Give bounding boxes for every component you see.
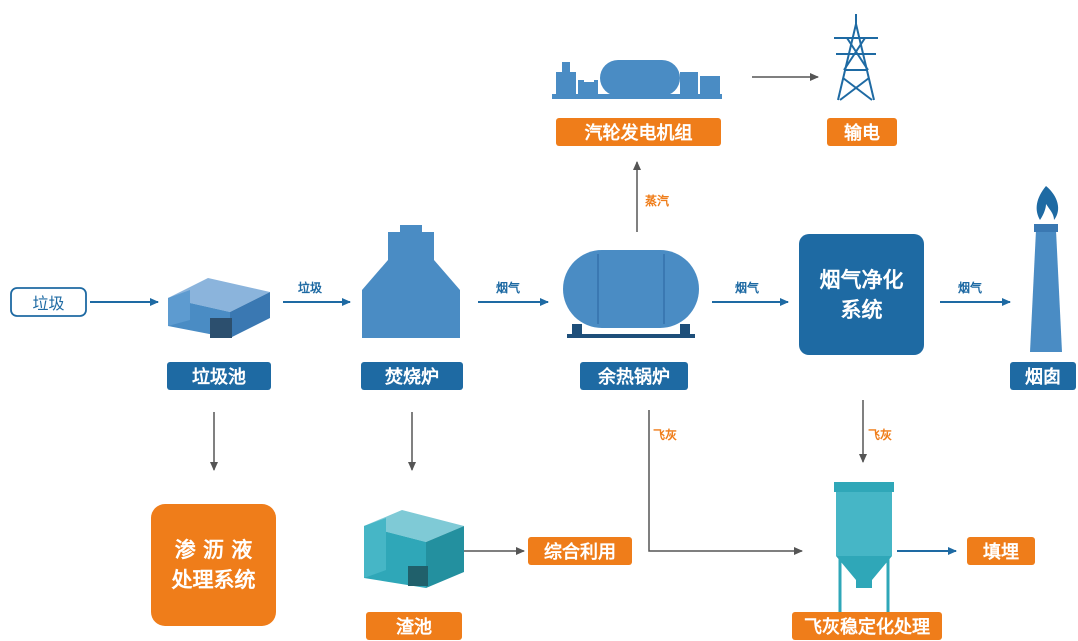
leachate-box: 渗 沥 液 处理系统 [151, 504, 276, 626]
garbage-pit-label: 垃圾池 [167, 362, 271, 390]
chimney-label: 烟囱 [1010, 362, 1076, 390]
fly-ash-stabilization-label: 飞灰稳定化处理 [792, 612, 942, 640]
slag-pit-label: 渣池 [366, 612, 462, 640]
boiler-icon [563, 250, 699, 338]
slag-pit-icon [364, 510, 464, 588]
landfill-label: 填埋 [967, 537, 1035, 565]
purification-line-2: 系统 [840, 297, 883, 322]
garbage-pit-icon [168, 278, 270, 338]
power-transmission-label: 输电 [827, 118, 897, 146]
incinerator-icon [362, 225, 460, 338]
transmission-tower-icon [834, 14, 878, 101]
edge-label-steam: 蒸汽 [645, 194, 670, 208]
garbage-input-frame [10, 287, 87, 317]
garbage-input-label: 垃圾 [32, 294, 65, 313]
edge-label-fly-ash-1: 飞灰 [653, 428, 678, 442]
leachate-line-1: 渗 沥 液 [174, 538, 253, 562]
edge-label-garbage: 垃圾 [298, 281, 323, 295]
edge-label-flue-gas-2: 烟气 [735, 281, 760, 295]
leachate-line-2: 处理系统 [171, 568, 256, 592]
silo-icon [834, 482, 894, 612]
comprehensive-use-label: 综合利用 [528, 537, 632, 565]
incinerator-label: 焚烧炉 [361, 362, 463, 390]
boiler-label: 余热锅炉 [580, 362, 688, 390]
edge-label-fly-ash-2: 飞灰 [868, 428, 893, 442]
purification-line-1: 烟气净化 [819, 267, 904, 292]
edge-label-flue-gas-3: 烟气 [958, 281, 983, 295]
flue-gas-purification-box: 烟气净化 系统 [799, 234, 924, 355]
chimney-icon [1030, 186, 1062, 352]
turbine-label: 汽轮发电机组 [556, 118, 721, 146]
arrow-boiler-to-fly-ash [648, 410, 803, 555]
edge-label-flue-gas-1: 烟气 [496, 281, 521, 295]
turbine-icon [552, 60, 722, 99]
